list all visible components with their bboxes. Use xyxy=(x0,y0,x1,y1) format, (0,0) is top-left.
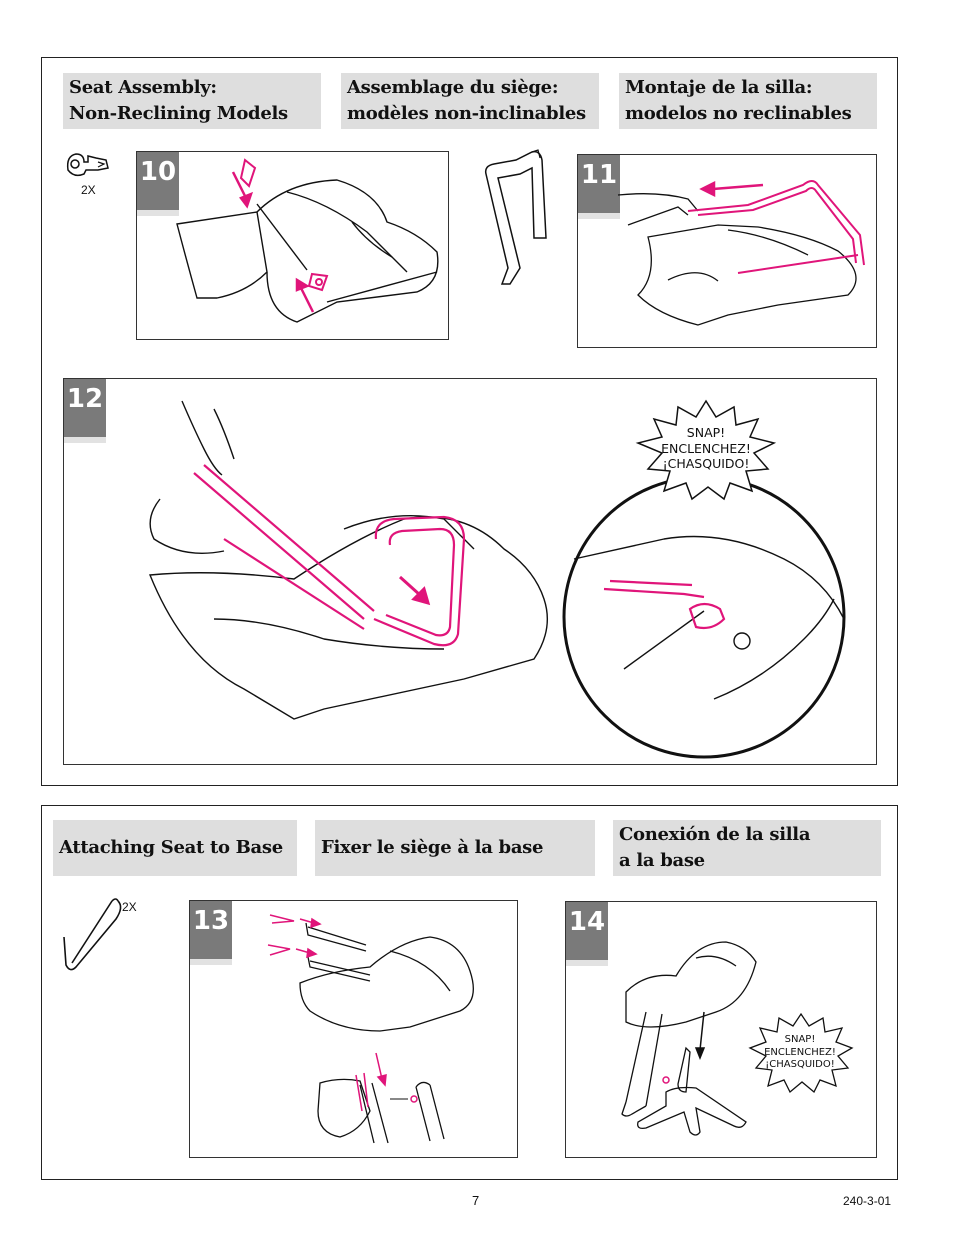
step-14-badge: 14 xyxy=(566,902,608,966)
step-13-panel: 13 xyxy=(189,900,518,1158)
clip-part-icon xyxy=(66,153,109,177)
snap-starburst-icon xyxy=(635,399,777,501)
frame-snap-illustration xyxy=(148,400,846,759)
hairpin-pin-part-icon xyxy=(63,898,122,971)
heading-attach-seat-en: Attaching Seat to Base xyxy=(53,820,297,876)
part-quantity: 2X xyxy=(81,183,96,197)
seat-on-base-illustration xyxy=(621,941,757,1136)
heading-seat-assembly-es: Montaje de la silla: modelos no reclinab… xyxy=(619,73,877,129)
snap-starburst-icon xyxy=(748,1012,854,1094)
step-10-badge: 10 xyxy=(137,152,179,216)
seat-frame-part-icon xyxy=(484,149,547,285)
heading-seat-assembly-en: Seat Assembly: Non-Reclining Models xyxy=(63,73,321,129)
heading-seat-assembly-fr: Assemblage du siège: modèles non-inclina… xyxy=(341,73,599,129)
step-11-panel: 11 xyxy=(577,154,877,348)
snap-callout-text: SNAP! ENCLENCHEZ! ¡CHASQUIDO! xyxy=(764,1034,836,1070)
heading-attach-seat-fr: Fixer le siège à la base xyxy=(315,820,595,876)
seat-clip-illustration xyxy=(176,158,439,323)
step-11-badge: 11 xyxy=(578,155,620,219)
snap-callout-text: SNAP! ENCLENCHEZ! ¡CHASQUIDO! xyxy=(661,425,751,472)
hairpin-quantity: 2X xyxy=(122,900,137,914)
page-number: 7 xyxy=(472,1193,480,1208)
step-13-badge: 13 xyxy=(190,901,232,965)
step-10-panel: 10 xyxy=(136,151,449,340)
step-12-badge: 12 xyxy=(64,379,106,443)
frame-insert-illustration xyxy=(617,180,865,326)
step-12-panel: 12 xyxy=(63,378,877,765)
heading-attach-seat-es: Conexión de la silla a la base xyxy=(613,820,881,876)
step-14-panel: 14 xyxy=(565,901,877,1158)
hairpin-insert-illustration xyxy=(267,914,474,1144)
document-code: 240-3-01 xyxy=(843,1194,892,1208)
